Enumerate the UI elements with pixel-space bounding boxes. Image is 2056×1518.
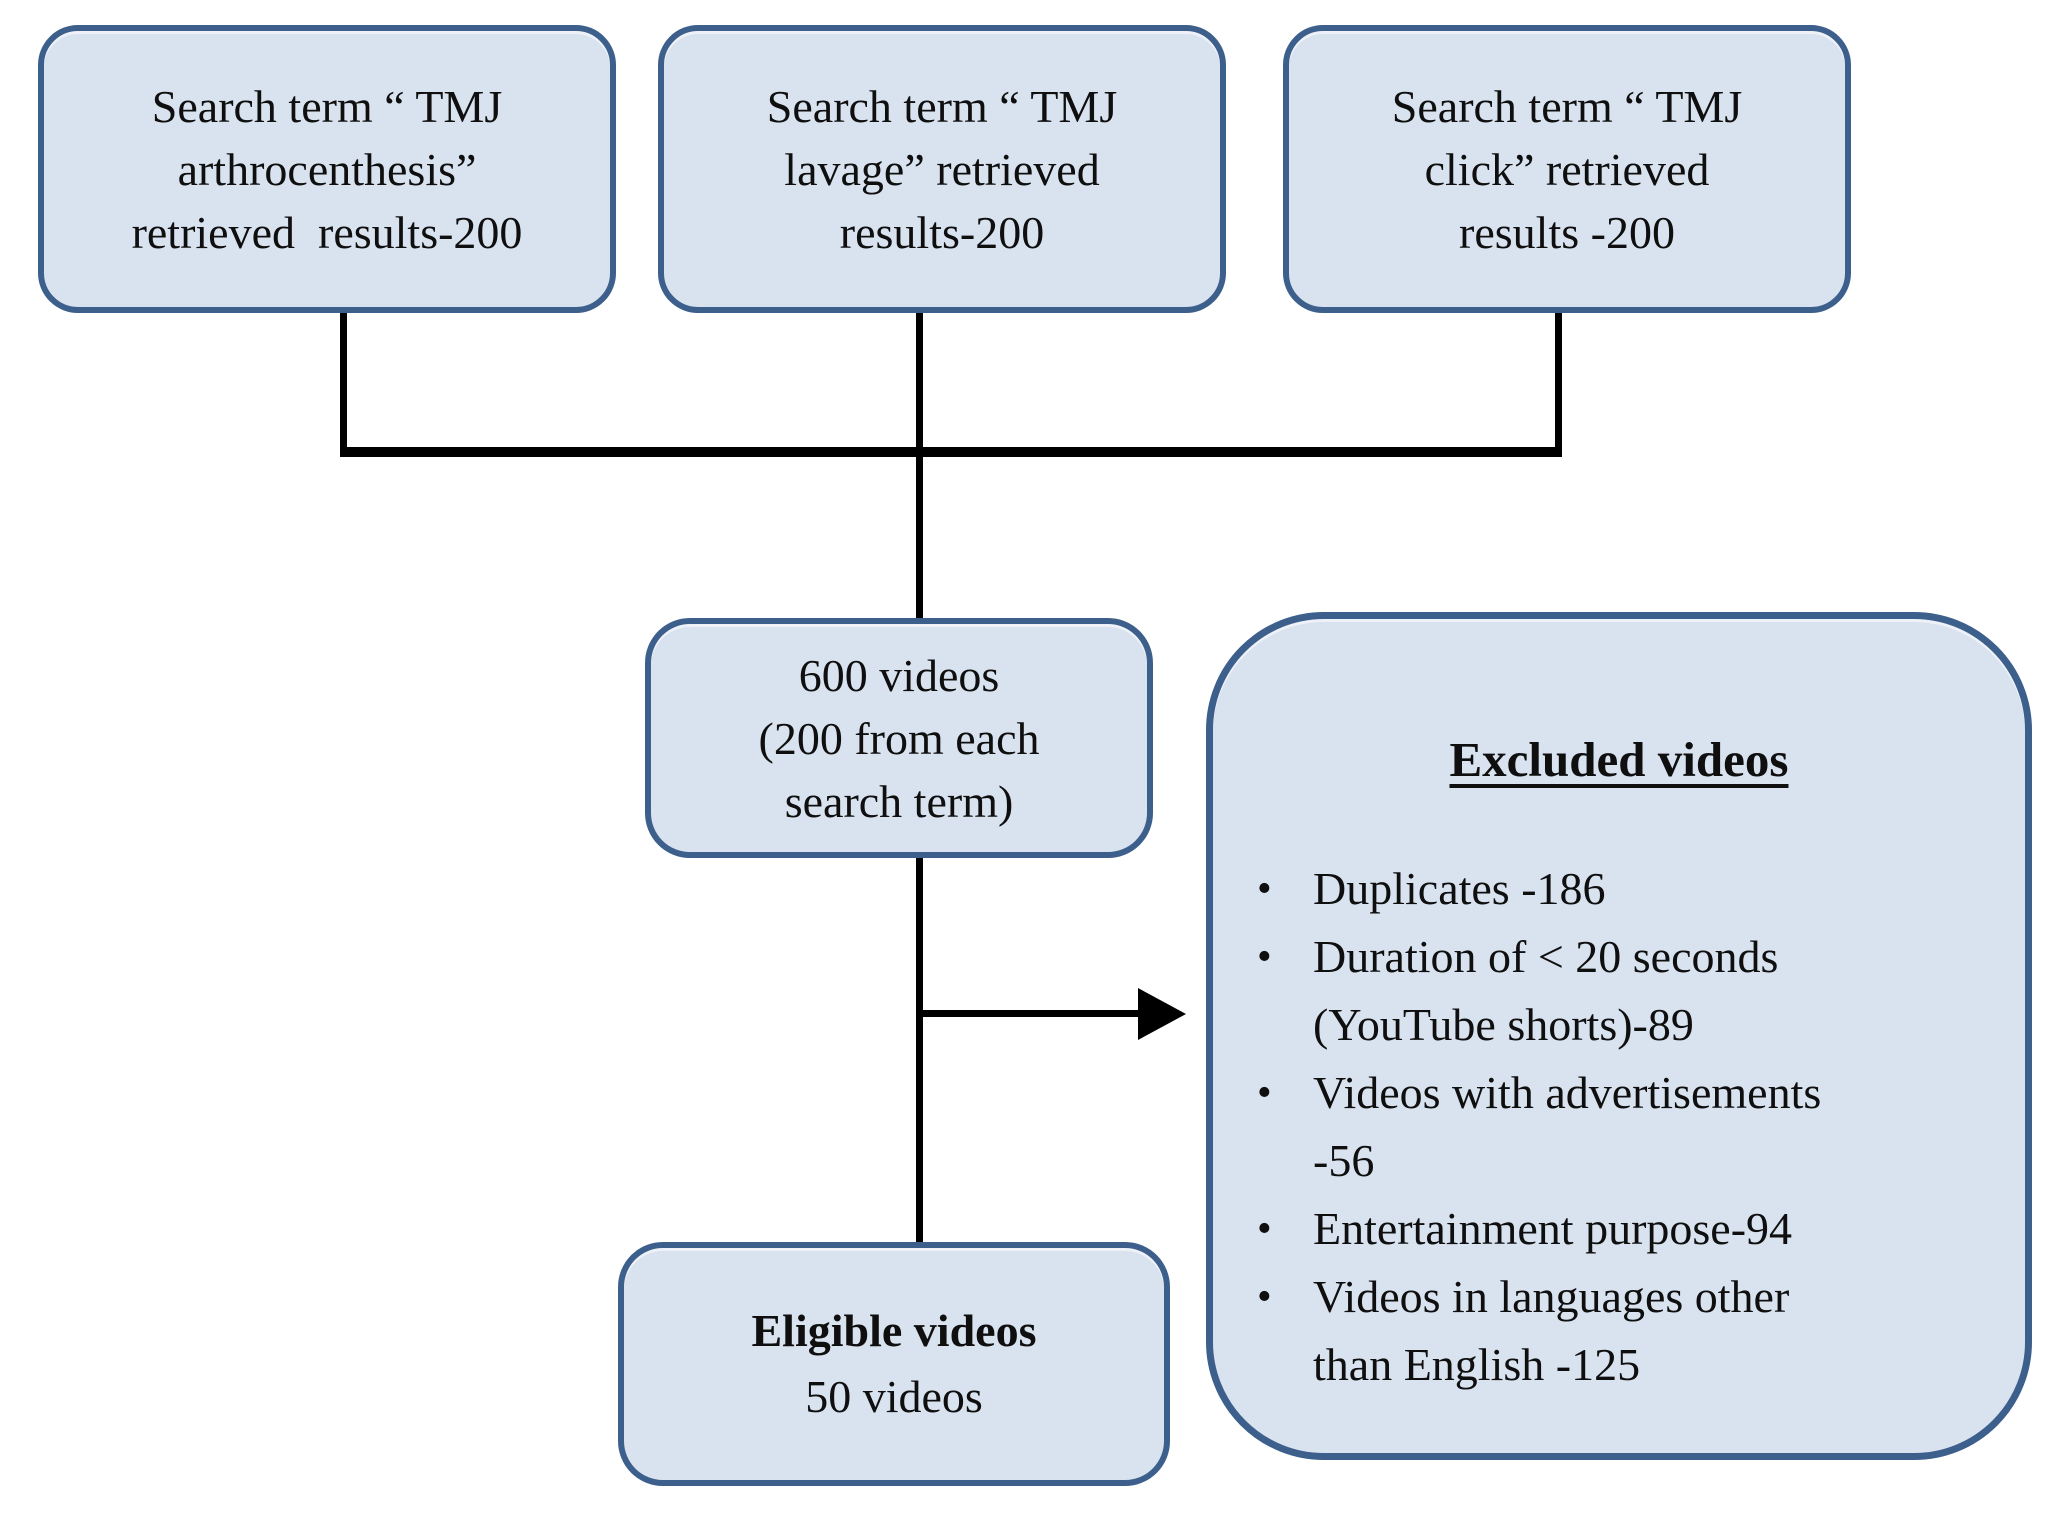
box-line: Search term “ TMJ	[766, 80, 1118, 132]
item-line: Videos in languages other	[1313, 1271, 1790, 1322]
excluded-list: • Duplicates -186 • Duration of < 20 sec…	[1213, 855, 2025, 1399]
connector-vertical-left	[340, 313, 347, 453]
search-box-arthrocentesis: Search term “ TMJ arthrocenthesis” retri…	[38, 25, 616, 313]
connector-vertical-down	[916, 858, 923, 1244]
search-box-lavage: Search term “ TMJ lavage” retrieved resu…	[658, 25, 1226, 313]
connector-vertical-middle	[916, 313, 923, 619]
item-line: than English -125	[1313, 1339, 1641, 1390]
bullet-icon: •	[1257, 934, 1272, 980]
arrow-right-icon	[1138, 988, 1186, 1040]
pooled-videos-box: 600 videos (200 from each search term)	[645, 618, 1153, 858]
list-item: • Entertainment purpose-94	[1213, 1195, 2025, 1263]
box-line: results-200	[839, 206, 1045, 258]
item-line: (YouTube shorts)-89	[1313, 999, 1694, 1050]
search-box-click: Search term “ TMJ click” retrieved resul…	[1283, 25, 1851, 313]
excluded-title: Excluded videos	[1449, 732, 1789, 787]
bullet-icon: •	[1257, 1070, 1272, 1116]
eligible-count: 50 videos	[805, 1371, 983, 1422]
list-item: • Videos in languages other than English…	[1213, 1263, 2025, 1399]
item-line: Videos with advertisements	[1313, 1067, 1822, 1118]
box-line: (200 from each	[758, 712, 1040, 764]
box-line: lavage” retrieved	[784, 143, 1100, 195]
exclusion-arrow-line	[920, 1010, 1144, 1017]
bullet-icon: •	[1257, 1274, 1272, 1320]
box-line: search term)	[784, 775, 1014, 827]
box-line: Search term “ TMJ	[151, 80, 503, 132]
box-line: 600 videos	[798, 649, 1000, 701]
eligible-videos-box: Eligible videos 50 videos	[618, 1242, 1170, 1486]
item-line: -56	[1313, 1135, 1375, 1186]
excluded-videos-box: Excluded videos • Duplicates -186 • Dura…	[1206, 612, 2032, 1460]
bullet-icon: •	[1257, 866, 1272, 912]
list-item: • Videos with advertisements -56	[1213, 1059, 2025, 1195]
item-line: Duration of < 20 seconds	[1313, 931, 1779, 982]
box-line: retrieved results-200	[131, 206, 523, 258]
box-line: Search term “ TMJ	[1391, 80, 1743, 132]
item-line: Duplicates -186	[1313, 863, 1606, 914]
connector-vertical-right	[1555, 313, 1562, 453]
item-line: Entertainment purpose-94	[1313, 1203, 1793, 1254]
list-item: • Duration of < 20 seconds (YouTube shor…	[1213, 923, 2025, 1059]
connector-horizontal-merge	[340, 447, 1562, 457]
bullet-icon: •	[1257, 1206, 1272, 1252]
box-line: click” retrieved	[1424, 143, 1710, 195]
eligible-title: Eligible videos	[751, 1305, 1037, 1356]
box-line: arthrocenthesis”	[177, 143, 477, 195]
list-item: • Duplicates -186	[1213, 855, 2025, 923]
box-line: results -200	[1459, 206, 1675, 258]
